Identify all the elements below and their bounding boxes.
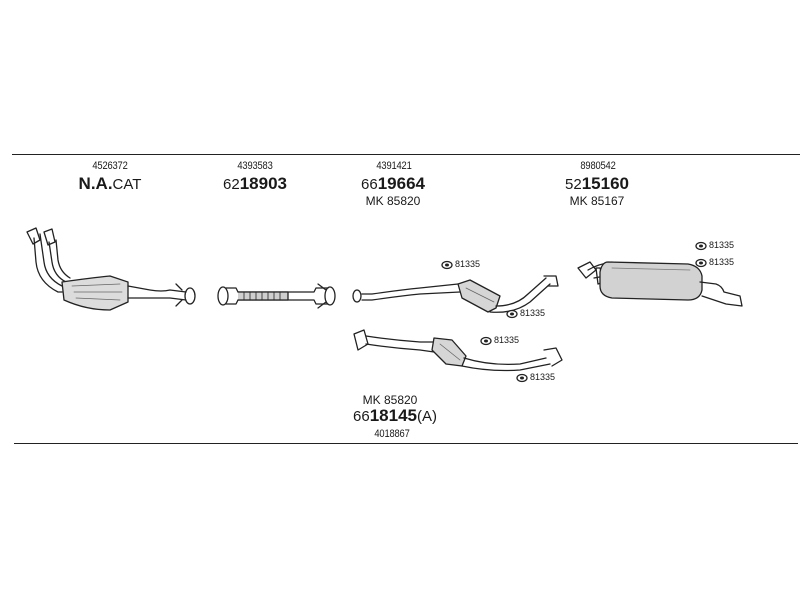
bottom-rule: [14, 443, 798, 444]
alt-silencer-main-bold: 18145: [369, 406, 417, 425]
front-pipe-drawing: [217, 283, 336, 309]
middle-silencer-main-prefix: 66: [361, 176, 378, 193]
clamp-icon: [516, 373, 528, 383]
rear-silencer-part-code: 8980542: [580, 160, 616, 172]
rear-silencer-mount-kit: MK 85167: [569, 194, 625, 208]
middle-silencer-mount-kit: MK 85820: [365, 194, 421, 208]
middle-silencer-main-bold: 19664: [377, 174, 425, 193]
middle-silencer-drawing: [352, 275, 559, 313]
manifold-catalyst-drawing: [26, 227, 196, 311]
middle-silencer-main-label: 6619664: [348, 174, 438, 194]
front-pipe-part-code: 4393583: [237, 160, 273, 172]
clamp-icon: [695, 258, 707, 268]
alt-silencer-main-suffix: (A): [416, 408, 437, 425]
front-pipe-main-prefix: 62: [223, 176, 240, 193]
clamp-icon: [695, 241, 707, 251]
front-pipe-main-bold: 18903: [239, 174, 287, 193]
alt-silencer-part-code: 4018867: [374, 428, 410, 440]
clamp-label: 81335: [709, 240, 735, 250]
front-pipe-main-label: 6218903: [210, 174, 300, 194]
clamp-icon: [506, 309, 518, 319]
alt-silencer-main-prefix: 66: [353, 408, 370, 425]
manifold-part-code: 4526372: [92, 160, 128, 172]
clamp-label: 81335: [530, 372, 556, 382]
rear-silencer-main-label: 5215160: [552, 174, 642, 194]
middle-silencer-part-code: 4391421: [376, 160, 412, 172]
manifold-main-label: N.A.CAT: [70, 174, 150, 194]
clamp-label: 81335: [455, 259, 481, 269]
rear-silencer-main-bold: 15160: [581, 174, 629, 193]
alt-middle-silencer-drawing: [353, 329, 563, 372]
clamp-icon: [441, 260, 453, 270]
clamp-label: 81335: [520, 308, 546, 318]
alt-silencer-main-label: 6618145(A): [335, 406, 455, 426]
rear-silencer-main-prefix: 52: [565, 176, 582, 193]
clamp-label: 81335: [494, 335, 520, 345]
manifold-main-suffix: CAT: [112, 176, 142, 193]
top-rule: [12, 154, 800, 155]
manifold-main-bold: N.A.: [78, 174, 113, 193]
clamp-callouts: [441, 241, 707, 383]
alt-silencer-mount-kit: MK 85820: [362, 393, 418, 407]
clamp-label: 81335: [709, 257, 735, 267]
rear-silencer-drawing: [577, 261, 743, 307]
clamp-icon: [480, 336, 492, 346]
